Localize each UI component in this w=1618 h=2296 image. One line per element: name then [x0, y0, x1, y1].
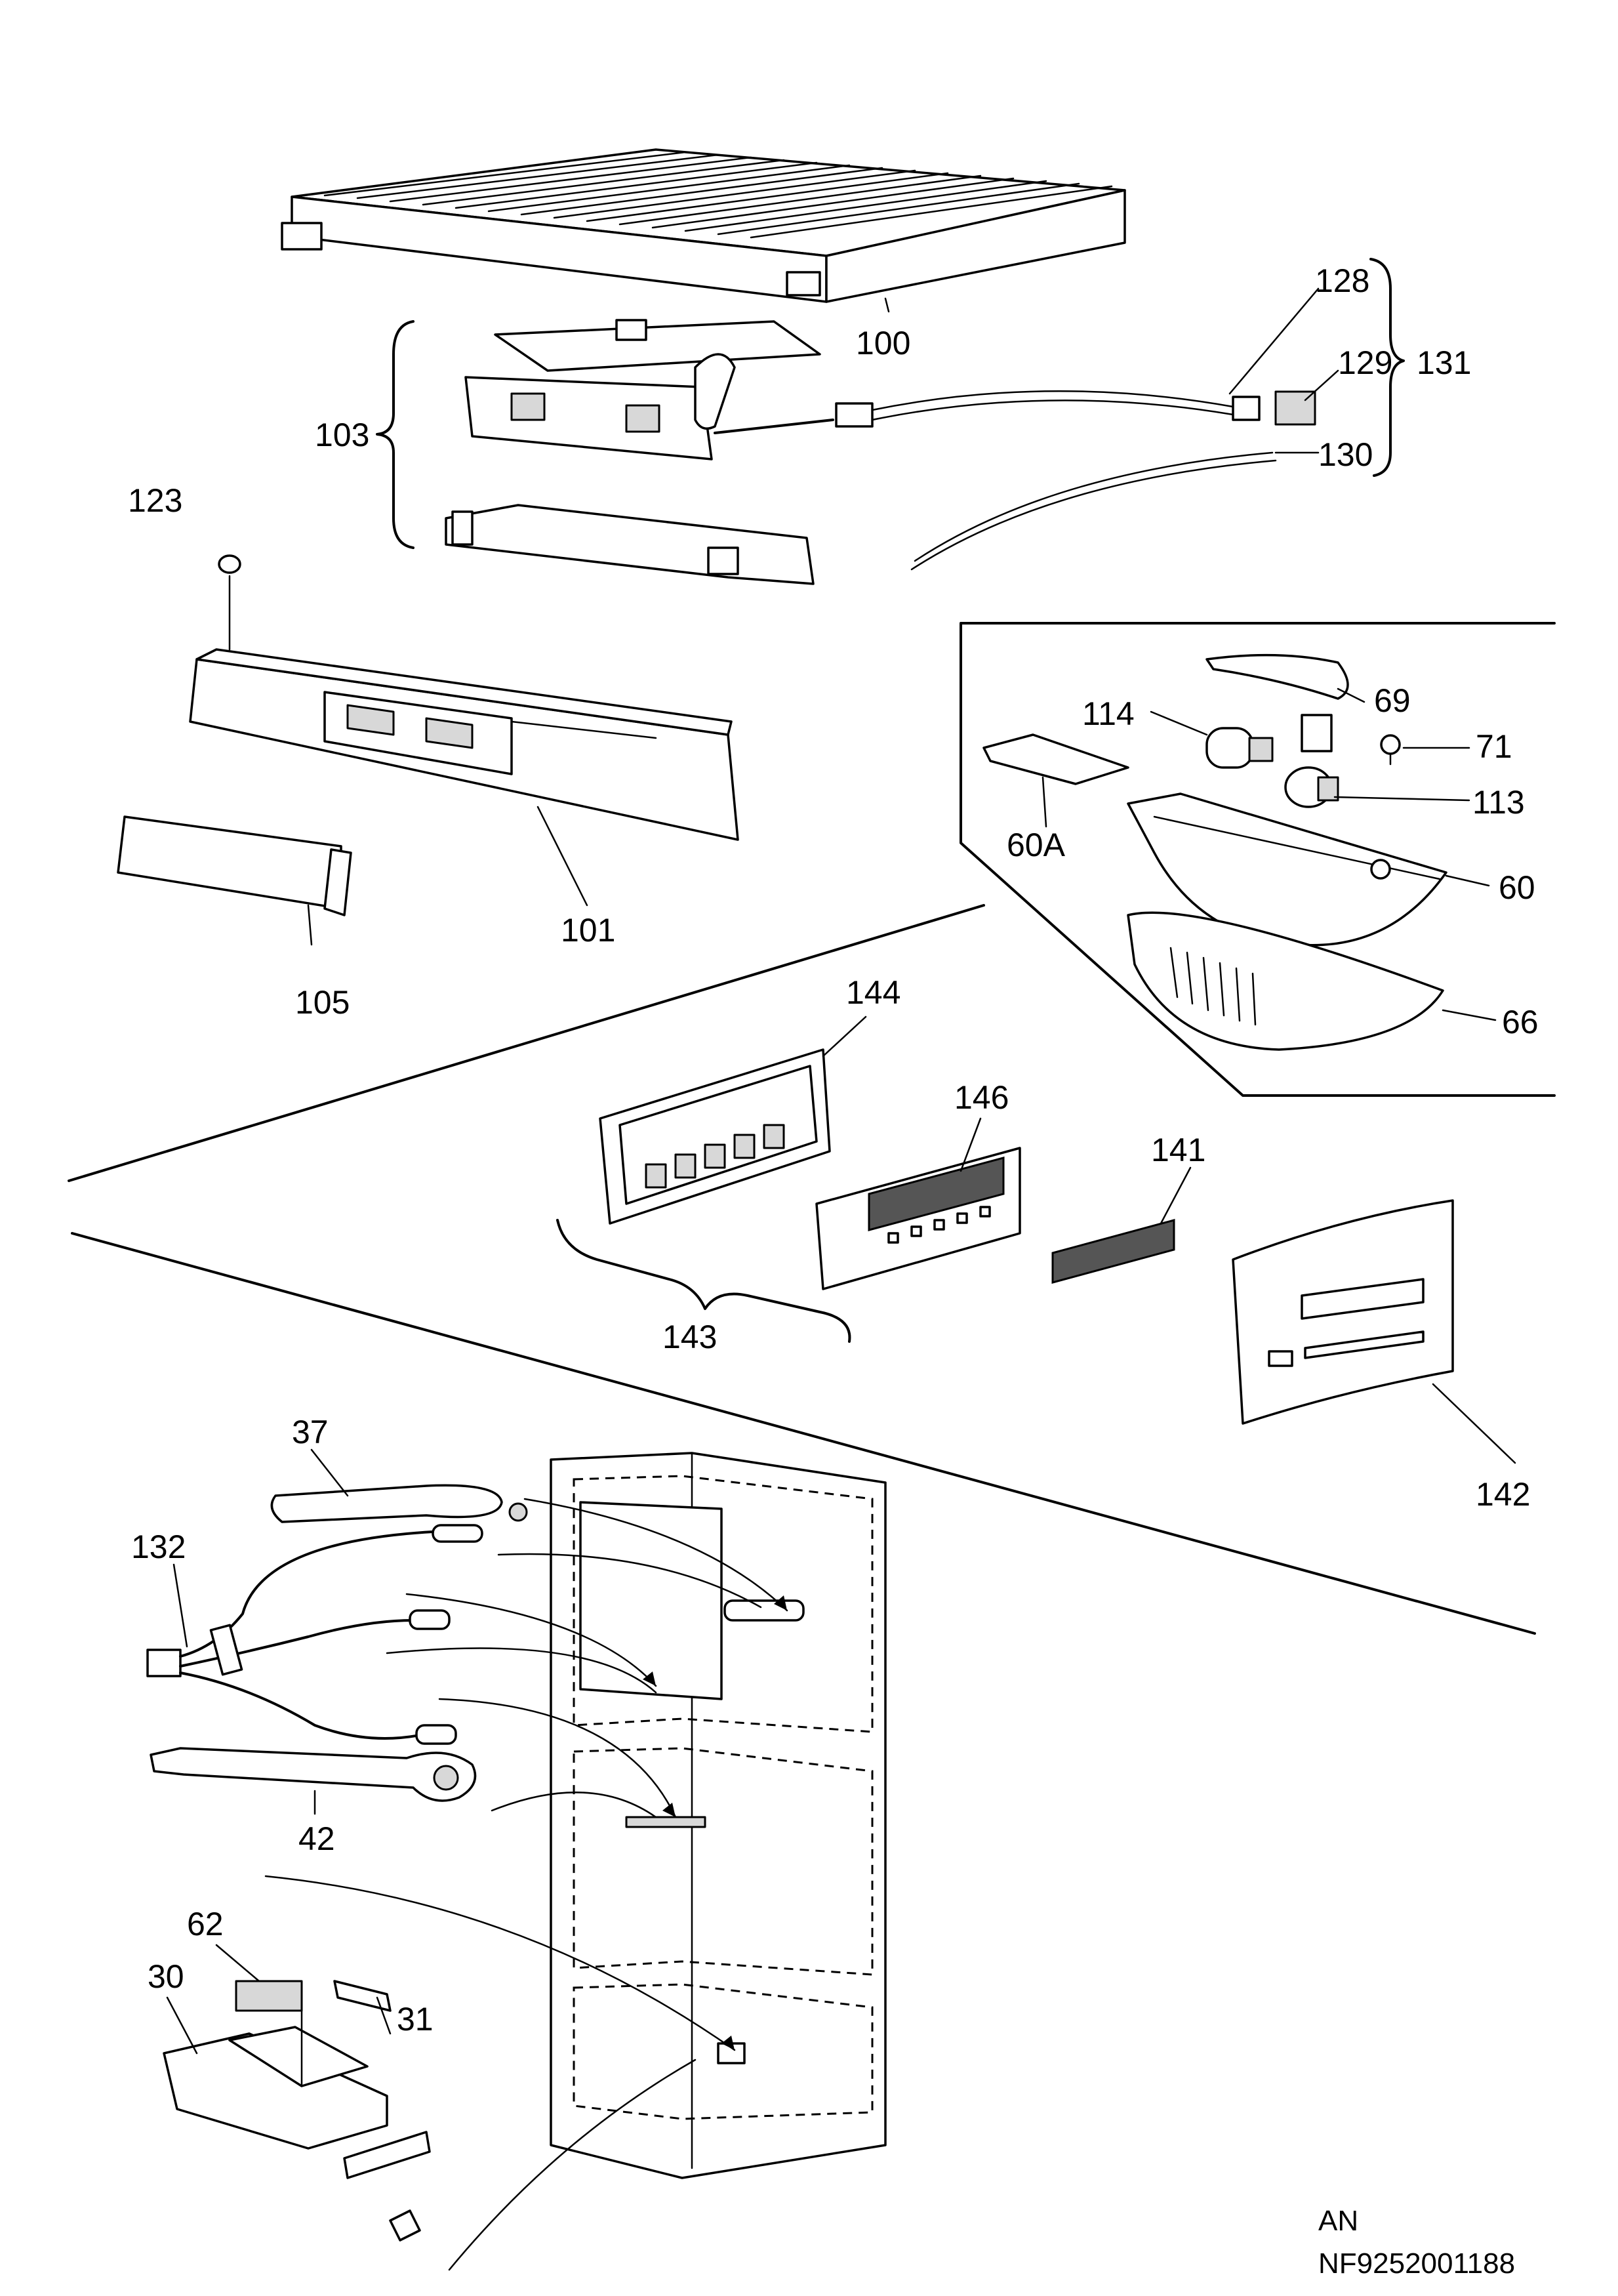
part-128-131-cables	[714, 258, 1405, 571]
label-132: 132	[131, 1528, 186, 1565]
label-131: 131	[1417, 344, 1471, 381]
part-146-display-board	[815, 1147, 1021, 1290]
part-103-control-boards	[376, 319, 821, 585]
label-128: 128	[1315, 262, 1369, 299]
footer-line-1: AN	[1318, 2205, 1358, 2237]
part-143-144-main-control	[556, 1048, 851, 1343]
label-71: 71	[1476, 728, 1512, 765]
label-42: 42	[298, 1820, 335, 1857]
label-31: 31	[397, 2001, 434, 2038]
label-100: 100	[856, 325, 910, 361]
part-100-shelf	[281, 148, 1126, 303]
part-141-label-strip	[1051, 1219, 1175, 1284]
part-42-sensor-holder	[150, 1747, 477, 1802]
label-144: 144	[846, 974, 900, 1011]
label-60A: 60A	[1007, 827, 1066, 863]
label-103: 103	[315, 417, 369, 453]
label-146: 146	[954, 1079, 1009, 1116]
label-123: 123	[128, 482, 182, 519]
drawing-code: AN NF9252001188	[1318, 2205, 1515, 2280]
label-62: 62	[187, 1906, 224, 1942]
label-60: 60	[1499, 869, 1535, 906]
label-143: 143	[662, 1319, 717, 1355]
label-101: 101	[561, 912, 615, 949]
leader-lines	[166, 287, 1516, 2055]
label-113: 113	[1472, 784, 1525, 821]
label-105: 105	[295, 984, 350, 1021]
part-123-cap	[218, 554, 241, 651]
assembly-arrows	[264, 1498, 788, 2271]
label-141: 141	[1151, 1132, 1205, 1168]
part-number-labels: 100 128 129 131 130 103 123 101 105 69 1…	[128, 262, 1539, 2038]
label-69: 69	[1374, 682, 1411, 719]
label-37: 37	[292, 1414, 329, 1450]
section-dividers	[68, 904, 1536, 1635]
footer-line-2: NF9252001188	[1318, 2247, 1515, 2280]
part-37-sensor-clip	[270, 1484, 528, 1543]
label-130: 130	[1318, 436, 1373, 473]
refrigerator-cabinet	[550, 1452, 887, 2179]
part-132-sensor-harness	[146, 1530, 457, 1745]
label-129: 129	[1338, 344, 1392, 381]
part-142-front-fascia	[1232, 1199, 1454, 1425]
part-105-side-cover	[117, 815, 352, 916]
part-30-31-62-lower-assembly	[163, 1980, 431, 2242]
label-30: 30	[148, 1958, 184, 1995]
detail-box-lamp-assembly	[960, 622, 1556, 1097]
label-114: 114	[1082, 695, 1135, 732]
label-66: 66	[1502, 1004, 1539, 1040]
part-101-panel-cover	[189, 648, 739, 841]
label-142: 142	[1476, 1476, 1530, 1513]
